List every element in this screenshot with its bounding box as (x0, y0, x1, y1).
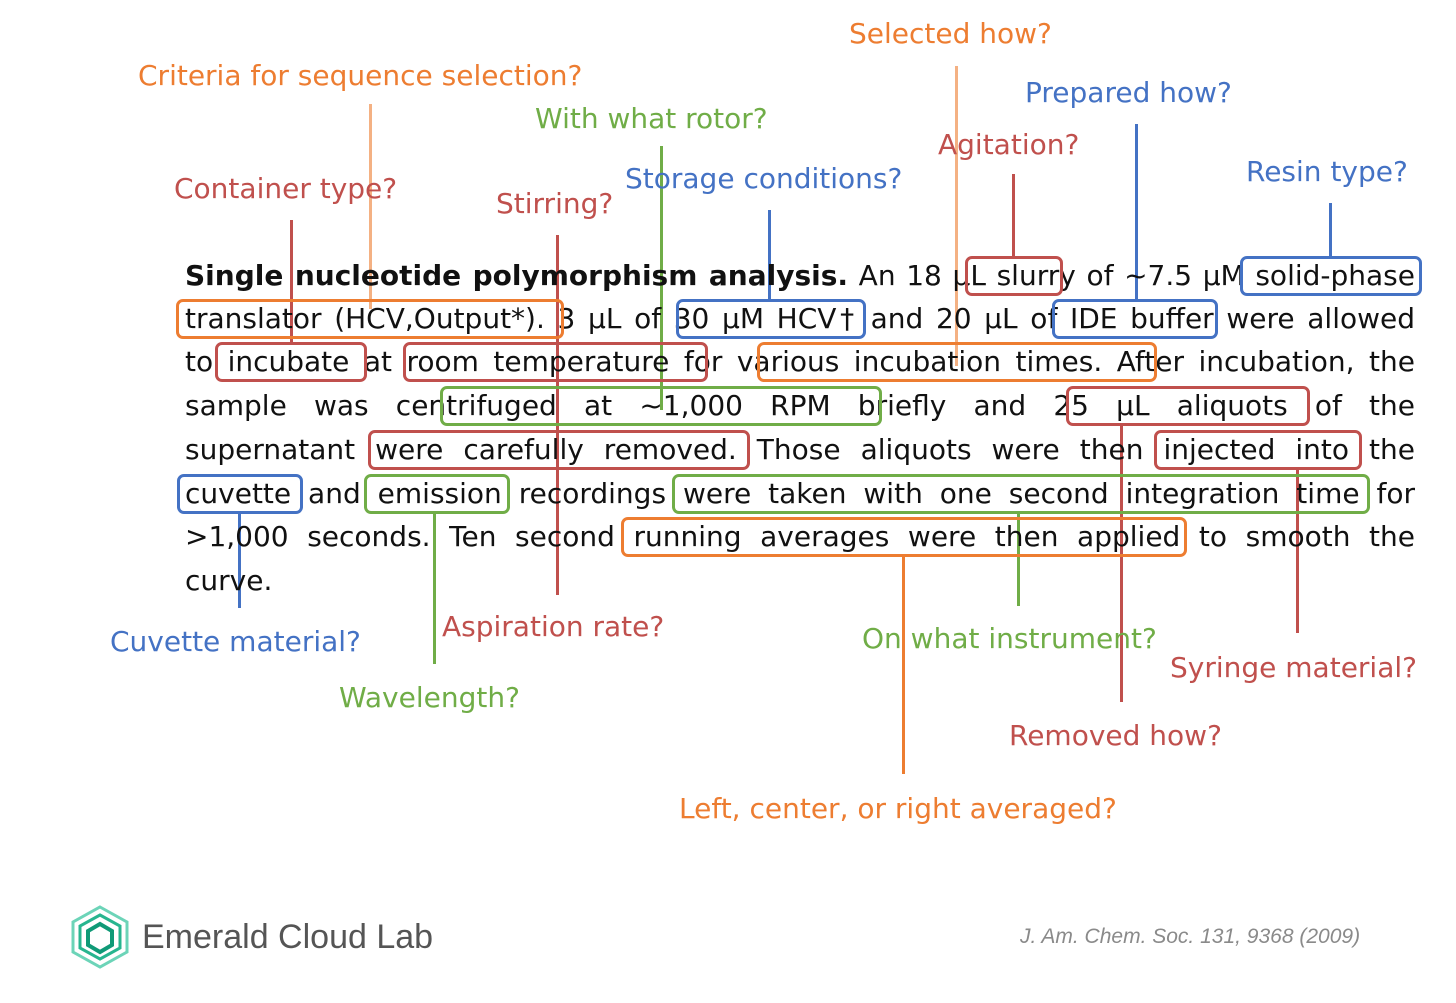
question-criteria: Criteria for sequence selection? (138, 59, 583, 92)
paragraph-line-1: Single nucleotide polymorphism analysis.… (185, 260, 1415, 292)
stem-removed (1120, 424, 1123, 702)
paragraph-line-6: cuvette and emission recordings were tak… (185, 477, 1415, 510)
paragraph-line-2: translator (HCV,Output*). 3 µL of 30 µM … (185, 302, 1415, 335)
stem-wavelength (433, 512, 436, 664)
box-30um-hcv (676, 299, 866, 339)
question-wavelength: Wavelength? (339, 681, 520, 714)
stem-cuvette (238, 512, 241, 608)
paragraph-line-8: curve. (185, 564, 273, 597)
box-solid-phase (1240, 256, 1422, 296)
box-slurry (965, 256, 1063, 296)
stem-criteria (369, 104, 372, 309)
paragraph-line-4: sample was centrifuged at ~1,000 RPM bri… (185, 389, 1415, 422)
stem-rotor (660, 146, 663, 410)
paragraph-line-5: supernatant were carefully removed. Thos… (185, 433, 1415, 466)
question-container: Container type? (174, 172, 398, 205)
question-resin: Resin type? (1246, 155, 1408, 188)
box-emission (364, 474, 510, 514)
box-incubate (215, 342, 367, 382)
box-integration-time (672, 474, 1370, 514)
paragraph-line-1-rest: An 18 µL slurry of ~7.5 µM solid-phase (848, 259, 1415, 292)
box-injected-into (1154, 430, 1362, 470)
question-removed: Removed how? (1009, 719, 1222, 752)
question-selected: Selected how? (849, 17, 1052, 50)
citation: J. Am. Chem. Soc. 131, 9368 (2009) (1020, 925, 1361, 948)
question-prepared: Prepared how? (1025, 76, 1232, 109)
stem-instrument (1017, 512, 1020, 606)
stem-storage (768, 210, 771, 300)
stem-selected (955, 66, 958, 366)
question-storage: Storage conditions? (625, 162, 903, 195)
stem-agitation (1012, 174, 1015, 258)
box-room-temperature (403, 342, 708, 382)
emerald-hexagon-logo-icon (70, 905, 130, 969)
paragraph-line-3: to incubate at room temperature for vari… (185, 345, 1415, 378)
question-stirring: Stirring? (496, 187, 614, 220)
box-incubation-times (757, 342, 1157, 382)
paragraph-line-7: >1,000 seconds. Ten second running avera… (185, 520, 1415, 553)
stem-container (290, 220, 293, 344)
question-rotor: With what rotor? (535, 102, 768, 135)
box-ide-buffer (1052, 299, 1218, 339)
box-cuvette (177, 474, 303, 514)
box-aliquots (1066, 386, 1310, 426)
box-translator (176, 299, 564, 339)
stem-prepared (1135, 124, 1138, 302)
question-averaged: Left, center, or right averaged? (679, 792, 1117, 825)
stem-averaged (902, 556, 905, 774)
box-carefully-removed (368, 430, 750, 470)
box-running-averages (621, 517, 1187, 557)
question-cuvette-material: Cuvette material? (110, 625, 361, 658)
question-aspiration: Aspiration rate? (442, 610, 665, 643)
stem-syringe (1296, 468, 1299, 633)
question-instrument: On what instrument? (862, 622, 1157, 655)
stem-stirring (556, 235, 559, 595)
question-agitation: Agitation? (938, 128, 1080, 161)
question-syringe: Syringe material? (1170, 651, 1418, 684)
brand-name: Emerald Cloud Lab (142, 918, 434, 956)
paragraph-title: Single nucleotide polymorphism analysis. (185, 259, 849, 292)
box-centrifuged (440, 386, 882, 426)
stem-resin (1329, 203, 1332, 257)
